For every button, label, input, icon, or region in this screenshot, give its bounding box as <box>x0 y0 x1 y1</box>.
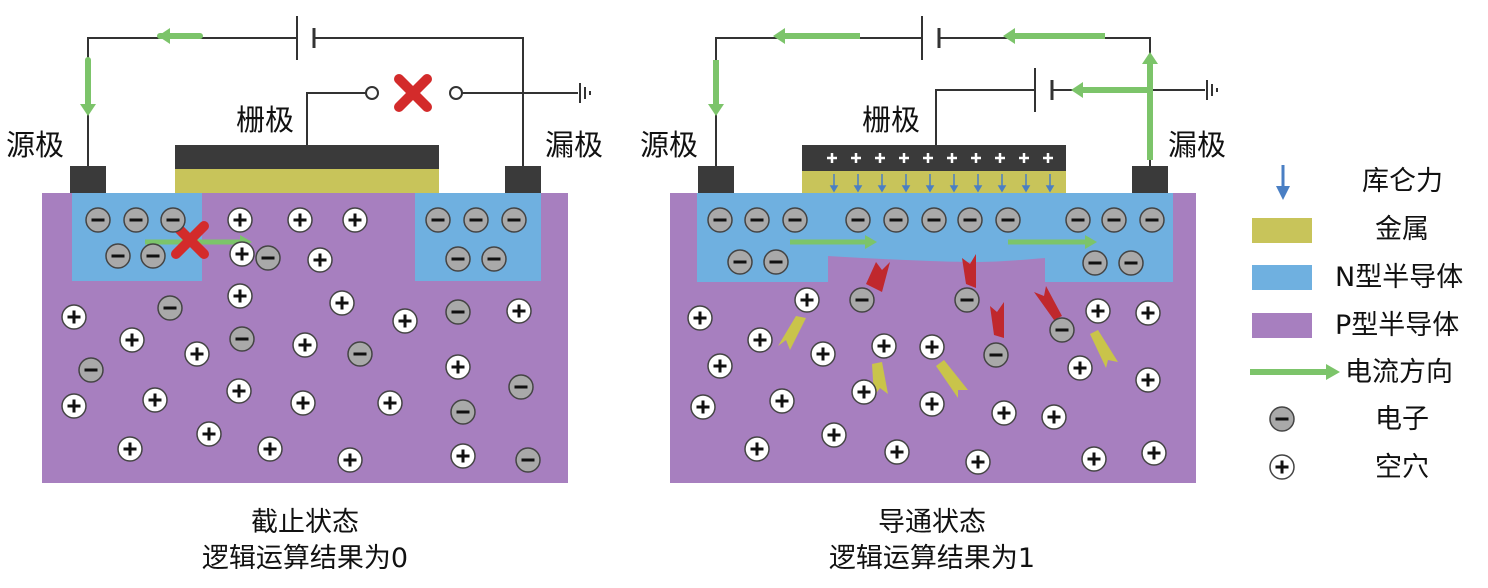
left-switch-contact-b <box>449 86 463 100</box>
n-type-swatch <box>1252 265 1312 290</box>
hole-plus-icon <box>1268 453 1296 481</box>
right-caption-state: 导通状态 <box>878 507 986 538</box>
left-switch-blocked-icon <box>399 79 427 107</box>
left-drain-contact <box>505 166 541 193</box>
right-caption: 导通状态 逻辑运算结果为1 <box>812 505 1052 577</box>
left-switch-contact-a <box>365 86 379 100</box>
electron-minus-icon <box>1268 405 1296 433</box>
green-arrow-icon <box>1250 364 1340 380</box>
legend-coulomb-label: 库仑力 <box>1362 166 1443 197</box>
legend-p-type-label: P型半导体 <box>1335 310 1460 341</box>
legend-n-type-label: N型半导体 <box>1335 262 1464 293</box>
left-transistor <box>42 16 591 483</box>
left-source-label: 源极 <box>6 128 65 162</box>
left-source-wire <box>87 37 297 168</box>
right-gate-label: 栅极 <box>862 103 921 137</box>
legend-current-label: 电流方向 <box>1345 357 1453 388</box>
left-caption-result: 逻辑运算结果为0 <box>201 543 409 574</box>
left-gate-metal <box>175 169 439 193</box>
left-drain-wire <box>314 37 524 168</box>
p-type-swatch <box>1252 313 1312 338</box>
left-gate-label: 栅极 <box>236 103 295 137</box>
right-repulsion-arrows <box>778 316 1118 398</box>
right-ground-icon <box>1206 79 1218 101</box>
left-gate-wire <box>306 92 366 145</box>
right-drain-contact <box>1132 166 1168 193</box>
right-n-channel <box>697 193 1173 282</box>
right-drain-label: 漏极 <box>1168 128 1227 162</box>
right-attraction-arrows <box>866 254 1062 338</box>
right-transistor <box>670 16 1218 483</box>
blue-down-arrow-icon <box>1276 165 1290 200</box>
left-drain-label: 漏极 <box>545 128 604 162</box>
legend-hole-label: 空穴 <box>1375 452 1429 483</box>
right-coulomb-arrows <box>829 174 1055 193</box>
right-source-contact <box>698 166 734 193</box>
left-caption-state: 截止状态 <box>251 507 359 538</box>
legend-icons <box>1250 165 1340 481</box>
legend-electron-label: 电子 <box>1375 404 1429 435</box>
left-n-drain-well <box>415 193 541 281</box>
right-current-arrows <box>708 28 1158 249</box>
left-ground-icon <box>579 82 591 104</box>
right-caption-result: 逻辑运算结果为1 <box>828 543 1036 574</box>
left-gate-electrode <box>175 145 439 169</box>
legend-metal-label: 金属 <box>1375 214 1429 245</box>
left-source-contact <box>70 166 106 193</box>
right-source-label: 源极 <box>640 128 699 162</box>
right-gate-wire <box>935 89 1035 145</box>
right-gate-charges <box>827 153 1053 163</box>
metal-swatch <box>1252 218 1312 243</box>
left-caption: 截止状态 逻辑运算结果为0 <box>185 505 425 577</box>
